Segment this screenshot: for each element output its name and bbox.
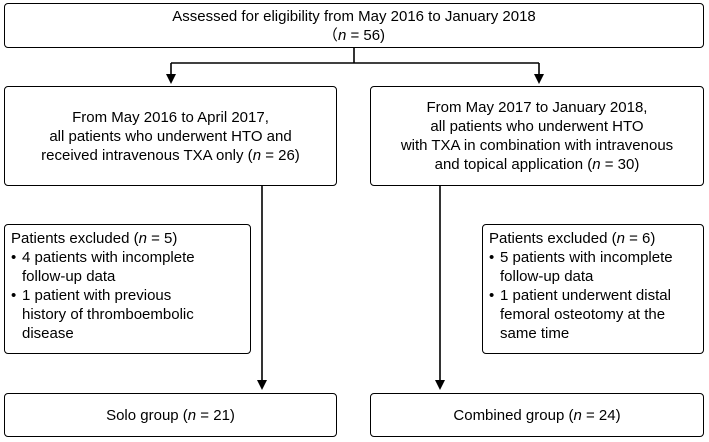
solo-group-box: Solo group (n = 21)	[4, 393, 337, 437]
eligibility-title: Assessed for eligibility from May 2016 t…	[172, 7, 536, 25]
eligibility-box: Assessed for eligibility from May 2016 t…	[4, 3, 704, 48]
left-cohort-box: From May 2016 to April 2017, all patient…	[4, 86, 337, 186]
right-cohort-box: From May 2017 to January 2018, all patie…	[370, 86, 704, 186]
left-excluded-box: Patients excluded (n = 5) • 4 patients w…	[4, 224, 251, 354]
right-excluded-box: Patients excluded (n = 6) • 5 patients w…	[482, 224, 704, 354]
eligibility-count: （n = 56)	[322, 26, 386, 44]
right-excluded-title: Patients excluded (n = 6)	[489, 230, 656, 247]
left-excluded-title: Patients excluded (n = 5)	[11, 230, 178, 247]
combined-group-box: Combined group (n = 24)	[370, 393, 704, 437]
